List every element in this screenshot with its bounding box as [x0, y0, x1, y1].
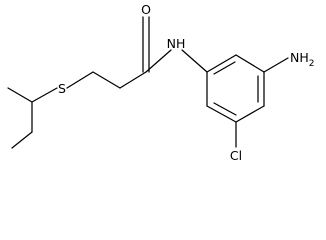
ring-bond-4 — [235, 105, 265, 123]
bond-nitrogen-ring — [181, 49, 208, 73]
bond-carbonyl-nitrogen — [145, 49, 172, 73]
oxygen-label: O — [141, 2, 151, 17]
ring-bond-5 — [206, 105, 237, 123]
bond-sulfur-ch2 — [66, 71, 94, 89]
amino-symbol: NH — [290, 50, 309, 65]
amide-nitrogen-label: NH — [167, 36, 186, 51]
ring-inner-bond-3 — [213, 102, 237, 116]
bond-methyl-ch — [7, 87, 33, 103]
chlorine-label: Cl — [230, 148, 242, 163]
sulfur-label: S — [58, 81, 66, 96]
ring-bond-2 — [235, 54, 265, 73]
bond-ch2-ch2 — [92, 71, 121, 89]
bond-ch2-ch3 — [11, 131, 33, 149]
ring-inner-bond-1 — [213, 61, 236, 75]
bond-ch2-carbonyl — [119, 71, 147, 89]
ring-bond-1 — [206, 54, 237, 73]
molecule-structure: O NH S NH2 Cl — [7, 2, 314, 163]
bond-ring-amino — [263, 57, 289, 73]
amino-subscript: 2 — [309, 59, 315, 69]
bond-ch-sulfur — [31, 87, 58, 103]
amino-label: NH2 — [290, 50, 314, 69]
